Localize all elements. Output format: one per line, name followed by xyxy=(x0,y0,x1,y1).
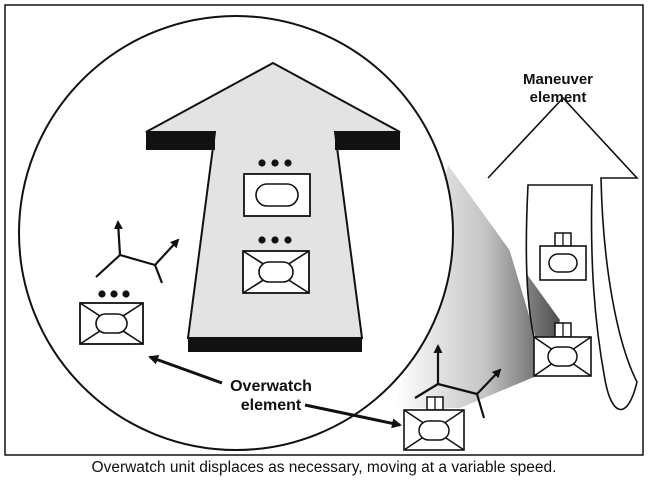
big-arrow-base xyxy=(188,338,362,352)
maneuver-arrow-outline xyxy=(487,96,639,411)
maneuver-unit-armored xyxy=(533,322,592,377)
maneuver-unit-wheeled xyxy=(539,232,587,281)
overwatch-label-line2: element xyxy=(240,397,302,414)
maneuver-label-line2: element xyxy=(529,89,587,106)
big-arrow-left-shelf xyxy=(146,132,215,150)
overwatch-sector-left xyxy=(95,220,180,284)
maneuver-label-line1: Maneuver xyxy=(522,71,594,88)
overwatch-element-label: Overwatch element xyxy=(216,377,326,415)
overwatch-label-line1: Overwatch xyxy=(230,378,312,395)
maneuver-element-label: Maneuver element xyxy=(508,71,608,107)
overwatch-unit-left xyxy=(79,290,144,345)
big-arrow-right-shelf xyxy=(335,132,400,150)
figure-caption: Overwatch unit displaces as necessary, m… xyxy=(91,459,557,476)
unit-symbol-upper xyxy=(243,159,311,217)
overwatch-unit-bottom xyxy=(403,396,465,451)
unit-symbol-lower xyxy=(242,236,310,294)
overwatch-sector-right xyxy=(414,344,502,419)
callout-arrow-left xyxy=(148,355,223,385)
callout-arrow-right xyxy=(304,403,402,429)
figure-frame xyxy=(4,4,644,456)
